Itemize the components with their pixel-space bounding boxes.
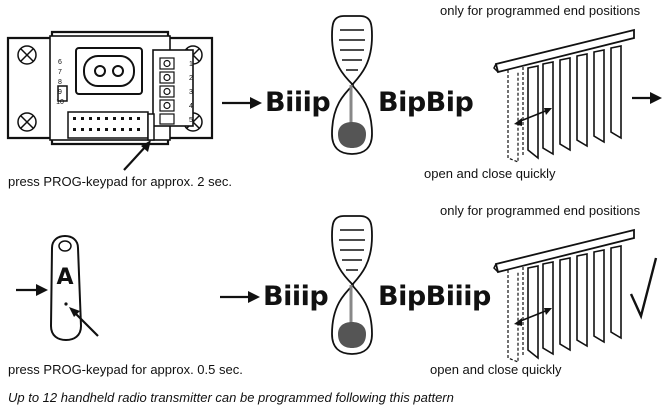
transmitter-key-a: A [56, 265, 74, 290]
sound-long-label: Biiip [265, 87, 331, 118]
caption-press-prog-05sec: press PROG-keypad for approx. 0.5 sec. [8, 362, 243, 377]
terminal-labels-right: 1 2 3 4 5 [187, 58, 195, 128]
caption-open-close-1: open and close quickly [424, 166, 556, 181]
terminal-label: 4 [189, 103, 193, 110]
terminal-label: 6 [58, 59, 62, 66]
terminal-label: 3 [189, 89, 193, 96]
terminal-label: 7 [58, 69, 62, 76]
caption-press-prog-2sec: press PROG-keypad for approx. 2 sec. [8, 174, 232, 189]
terminal-labels-left: 6 7 8 9 10 [55, 58, 65, 108]
sound-long-label-2: Biiip [263, 281, 329, 312]
note-programmed-end-positions-2: only for programmed end positions [440, 203, 641, 218]
sound-result-label-2: BipBiiip [378, 281, 491, 312]
note-programmed-end-positions: only for programmed end positions [440, 3, 641, 18]
terminal-label: 5 [189, 117, 193, 124]
caption-open-close-2: open and close quickly [430, 362, 562, 377]
sound-result-label: BipBip [378, 87, 474, 118]
terminal-label: 10 [56, 99, 64, 106]
terminal-label: 9 [58, 89, 62, 96]
terminal-label: 1 [189, 61, 193, 68]
terminal-label: 2 [189, 75, 193, 82]
terminal-label: 8 [58, 79, 62, 86]
footer-note: Up to 12 handheld radio transmitter can … [8, 390, 454, 405]
